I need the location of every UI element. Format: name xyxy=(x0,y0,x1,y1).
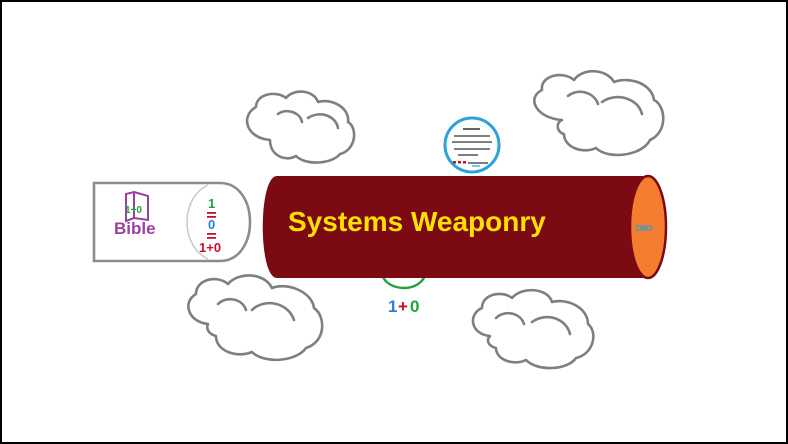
formula-left-digit: 1 xyxy=(388,297,397,316)
equation-equals-2b xyxy=(207,237,216,239)
equation-mid-digit: 0 xyxy=(208,217,215,232)
equation-equals-1a xyxy=(207,212,216,214)
systems-weaponry-cylinder: Systems Weaponry ZMO xyxy=(262,174,668,280)
equation-bottom-text: 1+0 xyxy=(199,240,221,255)
lower-formula: 1 + 0 xyxy=(380,271,428,316)
book-label: 1+0 xyxy=(125,205,142,216)
cloud-bottom-left-icon xyxy=(187,274,324,362)
book-icon xyxy=(125,190,149,223)
cylinder-cap-label: ZMO xyxy=(635,224,653,233)
equation-equals-1b xyxy=(207,216,216,218)
cylinder-cap xyxy=(628,174,668,280)
cloud-top-left-icon xyxy=(245,90,356,164)
cylinder-title: Systems Weaponry xyxy=(288,206,546,237)
music-staff-icon xyxy=(443,116,501,174)
cylinder-body xyxy=(262,176,648,278)
bible-panel: 1+0 Bible 1 0 1+0 xyxy=(92,181,252,263)
bible-label: Bible xyxy=(114,219,156,238)
equation-top-digit: 1 xyxy=(208,196,215,211)
formula-right-digit: 0 xyxy=(410,297,419,316)
cloud-top-right-icon xyxy=(533,69,665,157)
cloud-bottom-right-icon xyxy=(471,288,595,370)
equation-equals-2a xyxy=(207,233,216,235)
formula-plus-sign: + xyxy=(398,297,408,316)
